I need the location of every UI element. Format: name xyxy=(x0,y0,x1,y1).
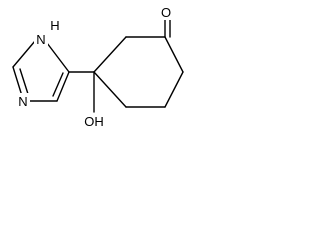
bond-c4-c5 xyxy=(164,71,184,108)
bond-c6-c1 xyxy=(93,71,127,108)
o-ketone-bg xyxy=(157,4,175,20)
bond-c4-c5-double xyxy=(52,72,64,97)
bond-c4-c5 xyxy=(56,71,70,102)
bond-n3-c2-double xyxy=(19,68,29,95)
atom-n3: N xyxy=(18,94,27,109)
atom-labels: O OH N H N xyxy=(16,4,175,129)
ketone-group xyxy=(164,16,171,38)
atom-n1-hydrogen: H xyxy=(50,18,59,33)
n3-bg xyxy=(16,93,30,109)
cyclohexane-ring xyxy=(93,36,184,108)
imidazole-ring xyxy=(12,40,70,102)
bond-n1-c4 xyxy=(46,42,70,73)
atom-n1: N xyxy=(36,32,45,47)
bond-n3-c2 xyxy=(12,66,23,97)
bond-c2-n1 xyxy=(12,40,36,68)
molecule-canvas: O OH N H N xyxy=(12,4,184,129)
structure-diagram: O OH N H N xyxy=(0,0,227,145)
atom-o-ketone: O xyxy=(161,5,171,20)
bond-c3-c4 xyxy=(164,36,184,73)
nh-bg xyxy=(34,31,48,47)
oh-bg xyxy=(82,113,106,129)
bond-c1-c2 xyxy=(93,36,127,73)
atom-hydroxyl: OH xyxy=(84,114,104,129)
